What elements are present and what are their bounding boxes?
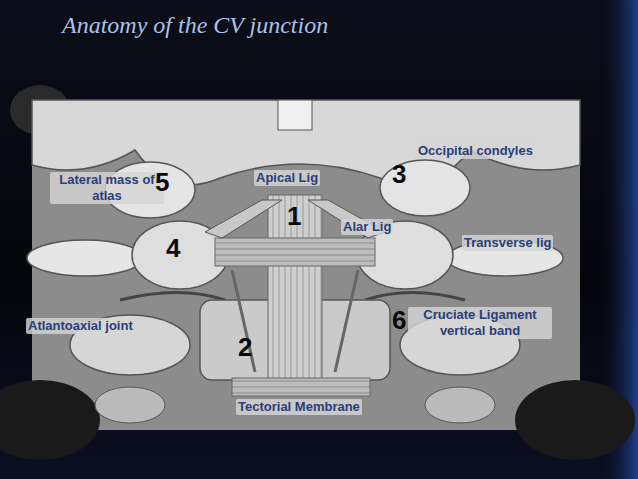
part-label: Lateral mass of atlas [50,172,164,204]
callout-number: 5 [155,168,169,196]
part-label: Apical Lig [254,170,320,186]
callout-number: 4 [166,234,180,262]
part-label: Cruciate Ligament vertical band [408,307,552,339]
part-label: Atlantoaxial joint [26,318,135,334]
slide-title: Anatomy of the CV junction [62,12,328,39]
part-label: Occipital condyles [416,143,535,159]
callout-number: 3 [392,160,406,188]
callout-number: 2 [238,333,252,361]
callout-number: 6 [392,306,406,334]
callout-number: 1 [287,202,301,230]
part-label: Alar Lig [341,219,393,235]
part-label: Transverse lig [462,235,553,251]
part-label: Tectorial Membrane [236,399,362,415]
